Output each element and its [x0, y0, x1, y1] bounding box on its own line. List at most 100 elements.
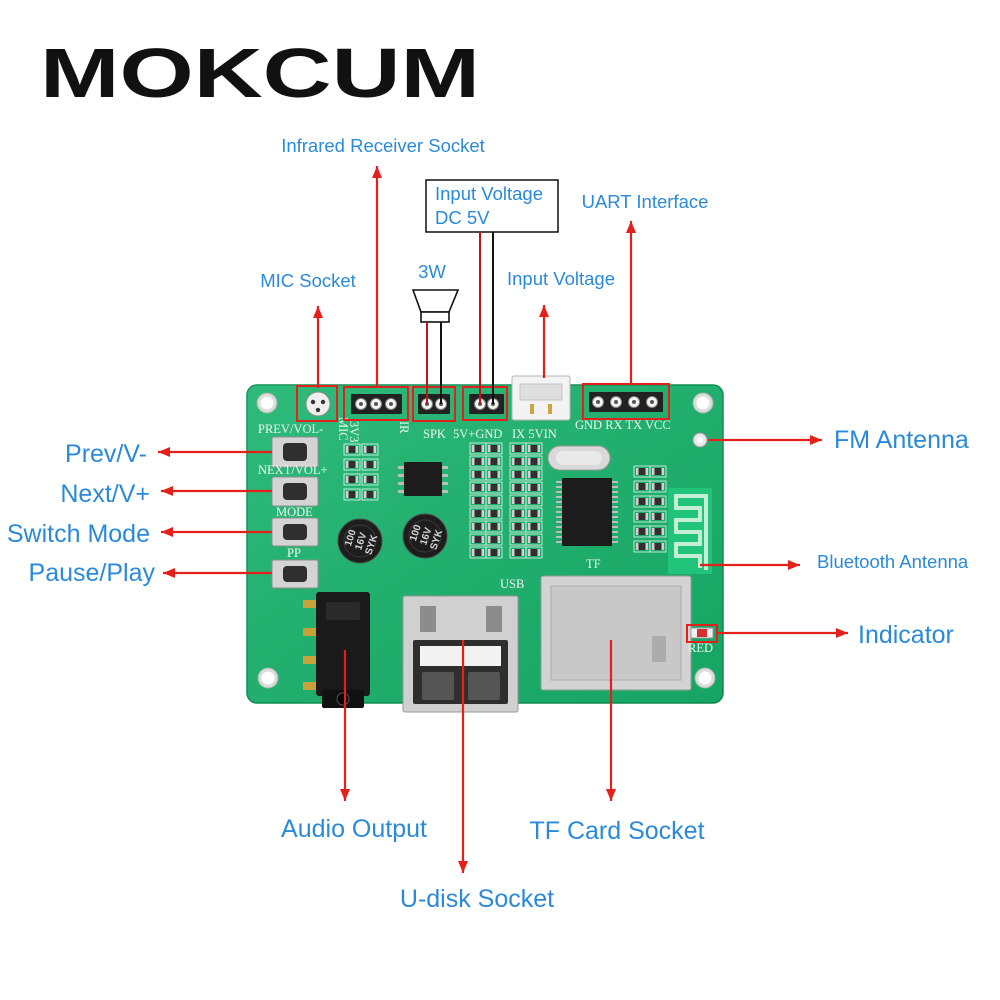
ic-pin	[612, 481, 618, 483]
silk-uart-pins: GND RX TX VCC	[575, 418, 671, 432]
capacitor-value: 100	[408, 523, 424, 543]
label-speaker-power: 3W	[418, 261, 446, 282]
highlight-uart	[582, 383, 670, 420]
silk-ir: IR	[397, 421, 411, 434]
smd-resistor	[525, 533, 543, 546]
silk-mode: MODE	[276, 505, 313, 519]
smd-resistor	[485, 455, 503, 468]
smd-resistor	[485, 507, 503, 520]
silk-power: 5V+GND	[453, 427, 502, 441]
ic-pin	[556, 521, 562, 523]
speaker-header	[418, 394, 450, 414]
ic-pin	[556, 531, 562, 533]
ic-pin	[612, 521, 618, 523]
label-indicator: Indicator	[858, 621, 954, 649]
ic-pin	[612, 501, 618, 503]
silk-usb: USB	[500, 577, 524, 591]
smd-resistor	[649, 495, 667, 508]
mounting-hole	[694, 667, 716, 689]
bluetooth-ic	[556, 478, 618, 546]
label-audio-output: Audio Output	[281, 815, 427, 843]
smd-resistor	[525, 546, 543, 559]
highlight-speaker	[412, 386, 456, 422]
smd-resistor	[649, 465, 667, 478]
smd-resistor	[361, 443, 379, 456]
usb-port	[402, 595, 519, 713]
label-next: Next/V+	[60, 480, 150, 508]
mounting-hole	[692, 392, 714, 414]
capacitor: 100 16V SYK	[402, 513, 448, 559]
smd-resistor	[525, 520, 543, 533]
label-switch-mode: Switch Mode	[7, 520, 150, 548]
highlight-power	[462, 386, 508, 421]
ic-pin	[556, 511, 562, 513]
silkscreen: PREV/VOL- NEXT/VOL+ MODE PP SPK 5V+GND I…	[258, 417, 713, 655]
smd-resistor	[485, 520, 503, 533]
smd-resistor	[485, 533, 503, 546]
smd-resistor	[485, 481, 503, 494]
ic-pin	[612, 526, 618, 528]
power-header	[469, 394, 504, 414]
smd-resistor	[343, 458, 361, 471]
ic-pin	[556, 516, 562, 518]
ic-pin	[556, 536, 562, 538]
label-prev: Prev/V-	[65, 440, 147, 468]
ic-pin	[612, 511, 618, 513]
capacitor-voltage: 16V	[353, 531, 369, 552]
silk-pp: PP	[287, 546, 301, 560]
ic-pin	[612, 506, 618, 508]
smd-resistor	[525, 507, 543, 520]
smd-resistor	[525, 442, 543, 455]
smd-resistor	[485, 546, 503, 559]
amplifier-ic	[398, 462, 448, 496]
smd-resistor	[361, 488, 379, 501]
smd-resistor	[649, 525, 667, 538]
silk-vin: IX 5VIN	[512, 427, 557, 441]
mode-button	[271, 517, 319, 547]
bluetooth-antenna-trace	[668, 488, 712, 574]
ic-pin	[556, 496, 562, 498]
brand-logo: MOKCUM	[40, 34, 480, 112]
ic-pin	[612, 516, 618, 518]
smd-resistor	[525, 468, 543, 481]
input-voltage-dc-box: Input Voltage DC 5V	[425, 179, 559, 233]
silk-spk: SPK	[423, 427, 446, 441]
mounting-hole	[257, 667, 279, 689]
smd-resistor	[485, 494, 503, 507]
smd-resistor	[343, 488, 361, 501]
label-pause-play: Pause/Play	[29, 559, 156, 587]
mounting-hole	[256, 392, 278, 414]
label-u-disk-socket: U-disk Socket	[400, 885, 554, 913]
ic-pin	[612, 536, 618, 538]
ic-pin	[612, 531, 618, 533]
label-tf-card-socket: TF Card Socket	[529, 817, 704, 845]
fm-antenna-hole	[692, 432, 708, 448]
ic-pin	[556, 491, 562, 493]
label-fm-antenna: FM Antenna	[834, 426, 969, 454]
ic-pin	[612, 496, 618, 498]
silk-tf: TF	[586, 557, 601, 571]
speaker-icon	[411, 289, 460, 323]
ic-pin	[556, 526, 562, 528]
ic-pin	[612, 541, 618, 543]
ic-pin	[612, 486, 618, 488]
smd-components	[343, 442, 667, 559]
smd-resistor	[361, 473, 379, 486]
ic-pin	[556, 481, 562, 483]
label-mic-socket: MIC Socket	[260, 270, 356, 291]
smd-resistor	[343, 443, 361, 456]
uart-header	[589, 392, 663, 412]
silk-mic: MIC	[336, 417, 350, 441]
label-input-voltage: Input Voltage	[507, 268, 615, 289]
smd-resistor	[485, 468, 503, 481]
capacitor: 100 16V SYK	[337, 518, 383, 564]
mounting-holes	[256, 392, 716, 689]
input-voltage-dc-line1: Input Voltage	[435, 183, 543, 204]
smd-resistor	[343, 473, 361, 486]
prev-button	[271, 436, 319, 468]
label-bluetooth-antenna: Bluetooth Antenna	[817, 551, 969, 572]
smd-resistor	[525, 455, 543, 468]
ic-pin	[556, 506, 562, 508]
smd-resistor	[361, 458, 379, 471]
silk-prev: PREV/VOL-	[258, 422, 323, 436]
